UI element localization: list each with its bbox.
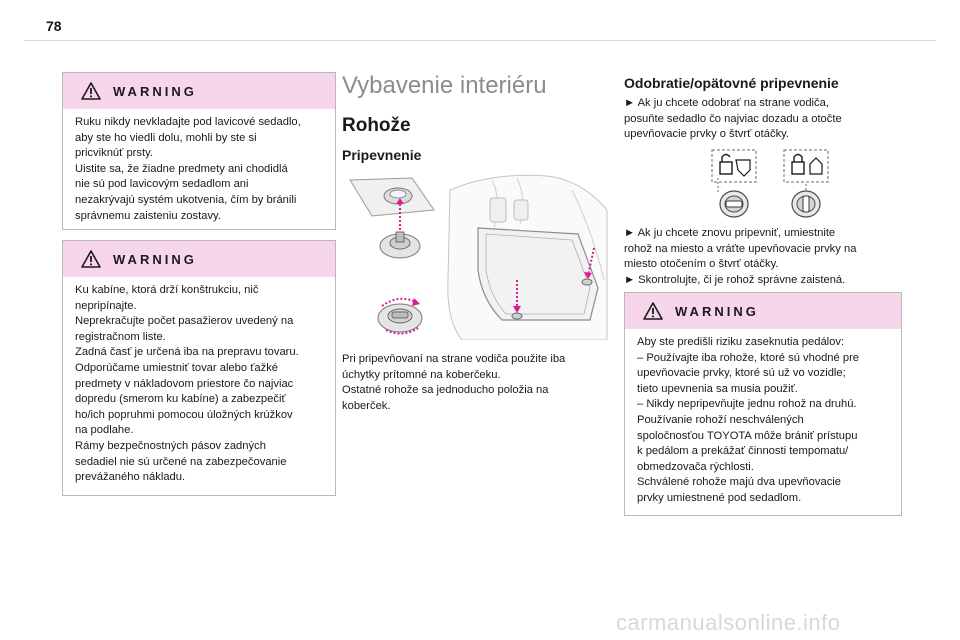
- warning-line: registračnom liste.: [75, 330, 166, 343]
- warning-line: sedadiel nie sú určené na zabezpečovanie: [75, 455, 287, 468]
- warning-line: správnemu zaisteniu zostavy.: [75, 209, 221, 222]
- fastener-horizontal-icon: [717, 178, 749, 218]
- paragraph-line: rohož na miesto a vráťte upevňovacie prv…: [624, 242, 857, 255]
- warning-line: ho/ich popruhmi pomocou úložných krúžkov: [75, 408, 293, 421]
- lock-icon: [783, 149, 829, 183]
- warning-line: Uistite sa, že žiadne predmety ani chodi…: [75, 162, 288, 175]
- warning-box-cargo: WARNING Ku kabíne, ktorá drží konštrukci…: [62, 240, 336, 496]
- warning-title: WARNING: [113, 83, 197, 99]
- fastening-heading: Pripevnenie: [342, 147, 422, 163]
- fastener-socket-icon: [349, 177, 435, 234]
- section-subtitle: Rohože: [342, 115, 411, 136]
- paragraph-line: miesto otočením o štvrť otáčky.: [624, 258, 779, 271]
- warning-text: Ruku nikdy nevkladajte pod lavicové seda…: [63, 109, 335, 232]
- warning-line: Zadná časť je určená iba na prepravu tov…: [75, 346, 299, 359]
- floor-mat-illustration: [349, 174, 608, 340]
- warning-line: k pedálom a prekážať činnosti tempomatu/: [637, 445, 849, 458]
- warning-line: Ku kabíne, ktorá drží konštrukciu, nič: [75, 284, 259, 296]
- fastener-clip-icon: [379, 231, 421, 259]
- warning-line: prvky umiestnené pod sedadlom.: [637, 491, 802, 504]
- warning-title: WARNING: [675, 303, 759, 319]
- paragraph-line: koberček.: [342, 399, 391, 412]
- fastener-lock-illustration: [711, 149, 829, 218]
- warning-line: nie sú pod lavicovým sedadlom ani: [75, 178, 249, 191]
- warning-line: na podlahe.: [75, 424, 134, 437]
- warning-line: obmedzovača rýchlosti.: [637, 460, 754, 473]
- removal-text: ► Ak ju chcete odobrať na strane vodiča,…: [624, 96, 902, 143]
- warning-box-pedals: WARNING Aby ste predišli riziku zaseknut…: [624, 292, 902, 516]
- warning-line: tieto upevnenia sa musia použiť.: [637, 382, 798, 395]
- paragraph-line: posuňte sedadlo čo najviac dozadu a otoč…: [624, 112, 842, 125]
- warning-line: aby ste ho viedli dolu, mohli by ste si: [75, 131, 257, 144]
- warning-triangle-icon: [81, 82, 101, 100]
- warning-header: WARNING: [63, 241, 335, 277]
- warning-line: nezakrývajú systém ukotvenia, čím by brá…: [75, 193, 297, 206]
- warning-line: dopredu (smerom ku kabíne) a zabezpečiť: [75, 393, 286, 406]
- section-title: Vybavenie interiéru: [342, 72, 547, 99]
- warning-line: prevážaného nákladu.: [75, 471, 186, 484]
- paragraph-line: ► Ak ju chcete znovu pripevniť, umiestni…: [624, 227, 836, 239]
- refit-text: ► Ak ju chcete znovu pripevniť, umiestni…: [624, 226, 902, 288]
- warning-line: Používanie rohoží neschválených: [637, 413, 804, 426]
- unlock-icon: [711, 149, 757, 183]
- paragraph-line: úchytky prítomné na koberčeku.: [342, 368, 501, 381]
- paragraph-line: Pri pripevňovaní na strane vodiča použit…: [342, 353, 566, 365]
- paragraph-line: Ostatné rohože sa jednoducho položia na: [342, 384, 549, 397]
- warning-line: predmety v nákladovom priestore čo najvi…: [75, 377, 294, 390]
- warning-line: Schválené rohože majú dva upevňovacie: [637, 476, 841, 489]
- paragraph-line: upevňovacie prvky o štvrť otáčky.: [624, 128, 790, 141]
- warning-triangle-icon: [81, 250, 101, 268]
- warning-title: WARNING: [113, 251, 197, 267]
- warning-line: spoločnosťou TOYOTA môže brániť prístupu: [637, 429, 858, 442]
- removal-heading: Odobratie/opätovné pripevnenie: [624, 75, 839, 91]
- warning-line: Ruku nikdy nevkladajte pod lavicové seda…: [75, 116, 301, 128]
- fastening-text: Pri pripevňovaní na strane vodiča použit…: [342, 352, 612, 414]
- floor-mat-shape: [477, 227, 599, 321]
- paragraph-line: ► Skontrolujte, či je rohož správne zais…: [624, 273, 846, 286]
- warning-line: Odporúčame umiestniť tovar alebo ťažké: [75, 361, 279, 374]
- warning-line: upevňovacie prvky, ktoré sú už vo vozidl…: [637, 367, 846, 380]
- warning-line: Neprekračujte počet pasažierov uvedený n…: [75, 315, 294, 328]
- warning-text: Ku kabíne, ktorá drží konštrukciu, nič n…: [63, 277, 335, 494]
- fastener-vertical-icon: [791, 182, 821, 218]
- warning-header: WARNING: [63, 73, 335, 109]
- warning-triangle-icon: [643, 302, 663, 320]
- warning-line: nepripínajte.: [75, 299, 137, 312]
- top-divider: [24, 40, 936, 41]
- warning-box-seat: WARNING Ruku nikdy nevkladajte pod lavic…: [62, 72, 336, 230]
- rotating-fastener-icon: [377, 297, 423, 335]
- warning-line: pricviknúť prsty.: [75, 147, 153, 160]
- paragraph-line: ► Ak ju chcete odobrať na strane vodiča,: [624, 97, 829, 109]
- warning-line: Rámy bezpečnostných pásov zadných: [75, 439, 266, 452]
- page-number: 78: [46, 18, 62, 34]
- warning-text: Aby ste predišli riziku zaseknutia pedál…: [625, 329, 901, 515]
- warning-line: – Nikdy nepripevňujte jednu rohož na dru…: [637, 398, 857, 411]
- warning-line: Aby ste predišli riziku zaseknutia pedál…: [637, 336, 845, 348]
- warning-header: WARNING: [625, 293, 901, 329]
- watermark: carmanualsonline.info: [616, 610, 841, 635]
- warning-line: – Používajte iba rohože, ktoré sú vhodné…: [637, 351, 860, 364]
